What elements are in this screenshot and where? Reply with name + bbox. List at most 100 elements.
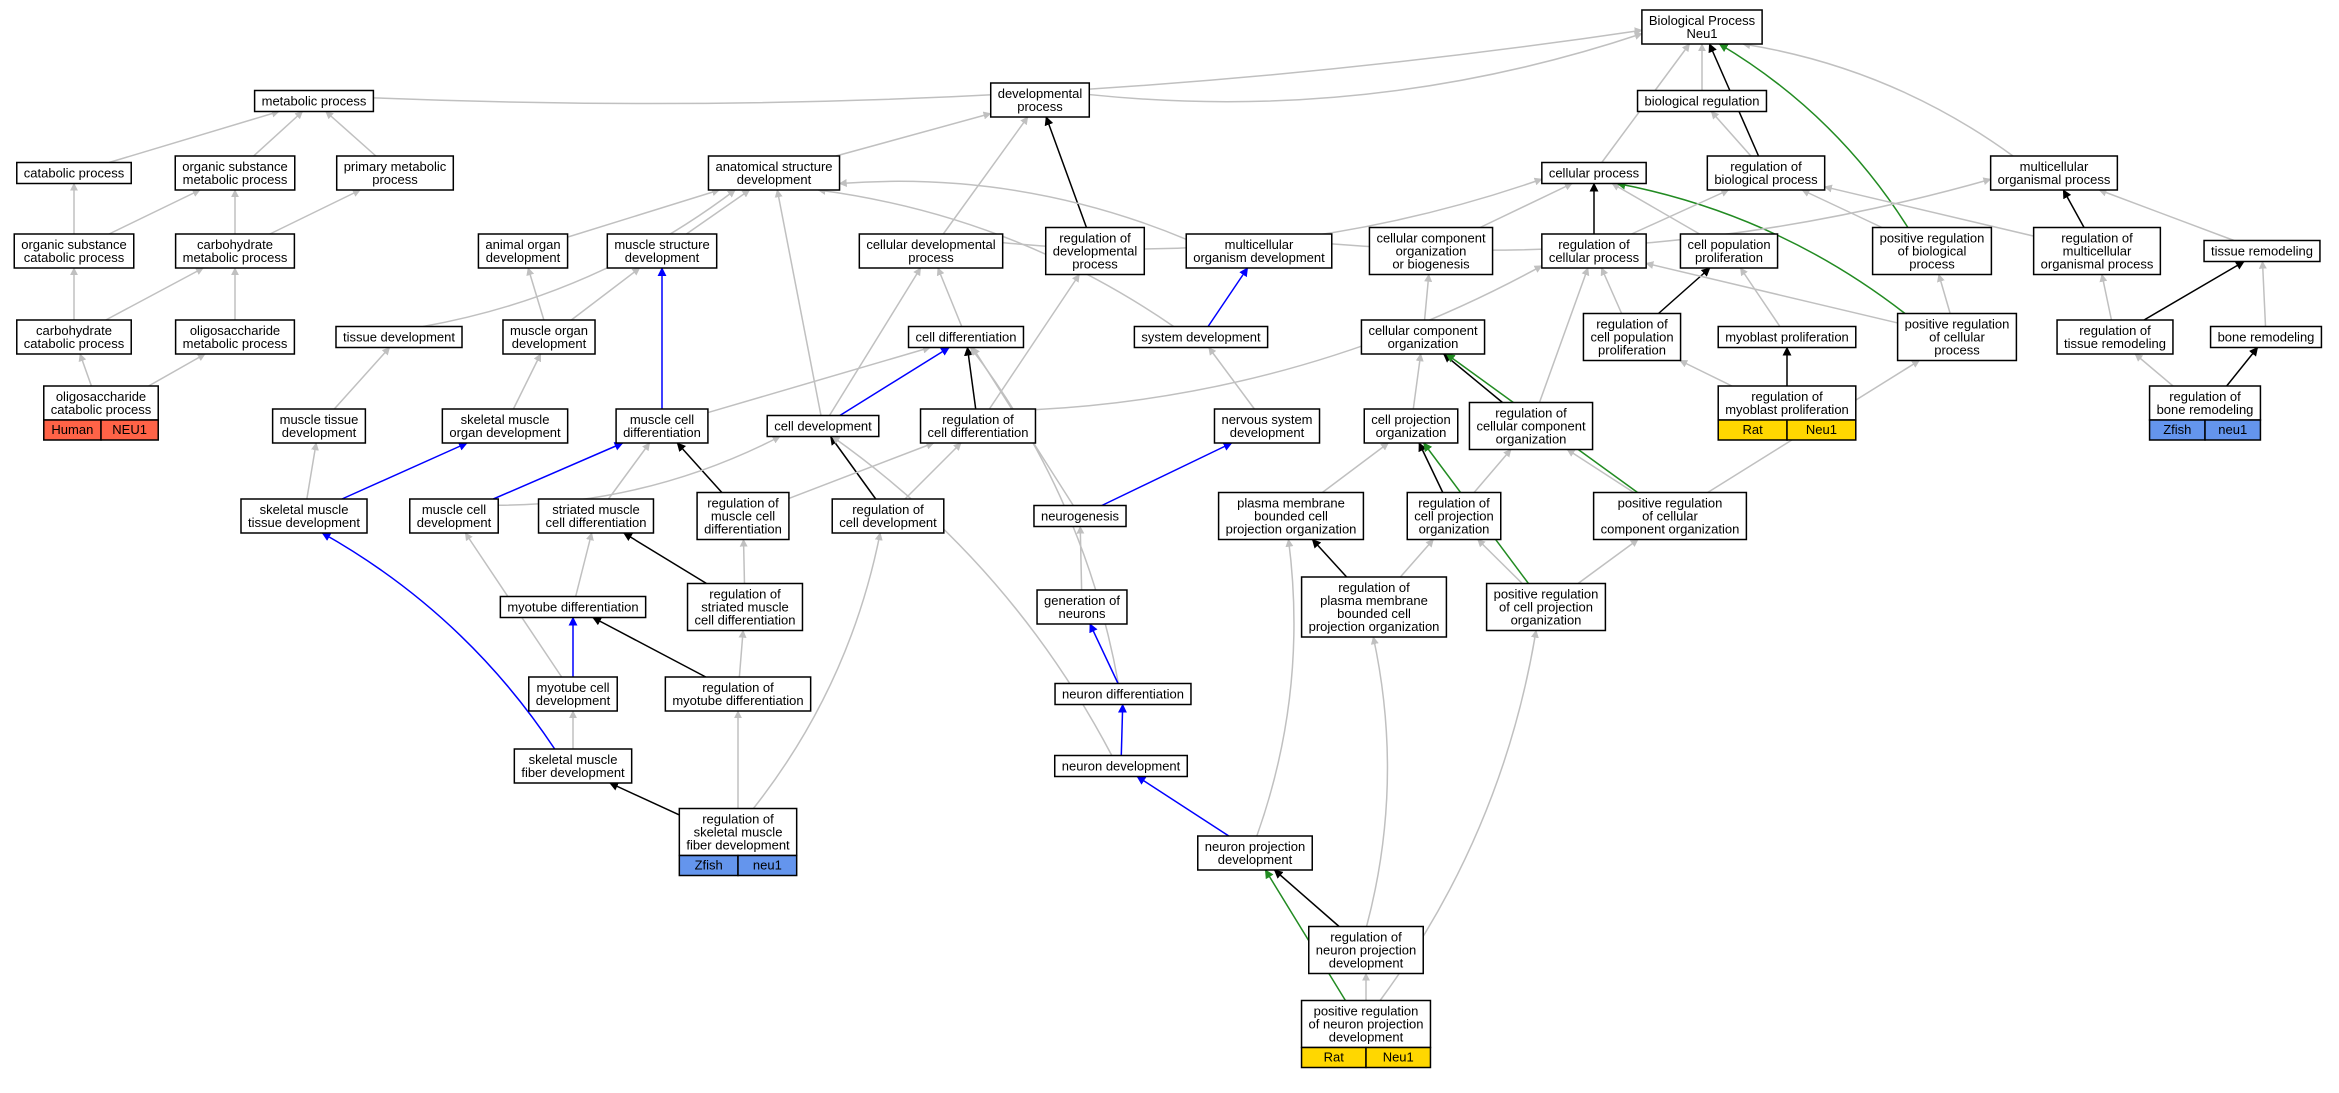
node-cell-dev[interactable]: cell development — [766, 414, 880, 438]
node-myotube-diff[interactable]: myotube differentiation — [499, 595, 647, 619]
node-box — [502, 319, 596, 355]
node-box — [1053, 754, 1189, 778]
edge-is-a-reg-cell-pop-to-reg-cellular — [1600, 267, 1623, 314]
edge-is-a-myotube-diff-to-striated-diff — [574, 532, 594, 597]
node-box — [174, 155, 296, 191]
node-tissue-dev[interactable]: tissue development — [335, 325, 463, 349]
node-bone-remod[interactable]: bone remodeling — [2209, 325, 2323, 349]
annotation-gene-label: neu1 — [753, 858, 782, 873]
node-neurogenesis[interactable]: neurogenesis — [1033, 504, 1127, 528]
node-cellular[interactable]: cellular process — [1541, 161, 1647, 185]
node-metabolic[interactable]: metabolic process — [253, 89, 375, 113]
annotation-species-label: Zfish — [2163, 422, 2191, 437]
edge-part-of-neurogenesis-to-nervous-dev — [1101, 442, 1233, 507]
annotation-gene-cell — [737, 854, 798, 877]
edge-regulates-reg-myotube-to-myotube-diff — [592, 616, 707, 678]
edge-is-a-multi-org-to-bp — [1742, 41, 2014, 157]
edge-is-a-muscle-cell-dev-to-cell-dev — [498, 435, 781, 506]
node-box — [2032, 226, 2162, 276]
edge-is-a-reg-bone-remod-to-reg-tissue-remod — [2134, 353, 2174, 387]
node-system-dev[interactable]: system development — [1133, 325, 1269, 349]
node-tissue-remod[interactable]: tissue remodeling — [2203, 239, 2321, 263]
edge-is-a-cell-diff-to-cell-devproc — [936, 267, 963, 327]
node-myoblast-prolif[interactable]: myoblast proliferation — [1717, 325, 1857, 349]
node-neuron-dev[interactable]: neuron development — [1053, 754, 1189, 778]
node-bioreg[interactable]: biological regulation — [1636, 89, 1768, 113]
node-box — [1679, 233, 1779, 269]
edge-part-of-system-dev-to-multi-org-dev — [1207, 267, 1249, 327]
node-neuron-diff[interactable]: neuron differentiation — [1054, 682, 1192, 706]
node-box — [1308, 925, 1424, 975]
annotation-gene-cell — [1365, 1046, 1432, 1069]
edge-is-a-devproc-to-bp — [1089, 32, 1643, 103]
node-box — [1217, 491, 1365, 541]
node-catabolic[interactable]: catabolic process — [16, 161, 132, 185]
node-cell-diff[interactable]: cell differentiation — [907, 325, 1025, 349]
node-label: tissue development — [343, 330, 455, 345]
